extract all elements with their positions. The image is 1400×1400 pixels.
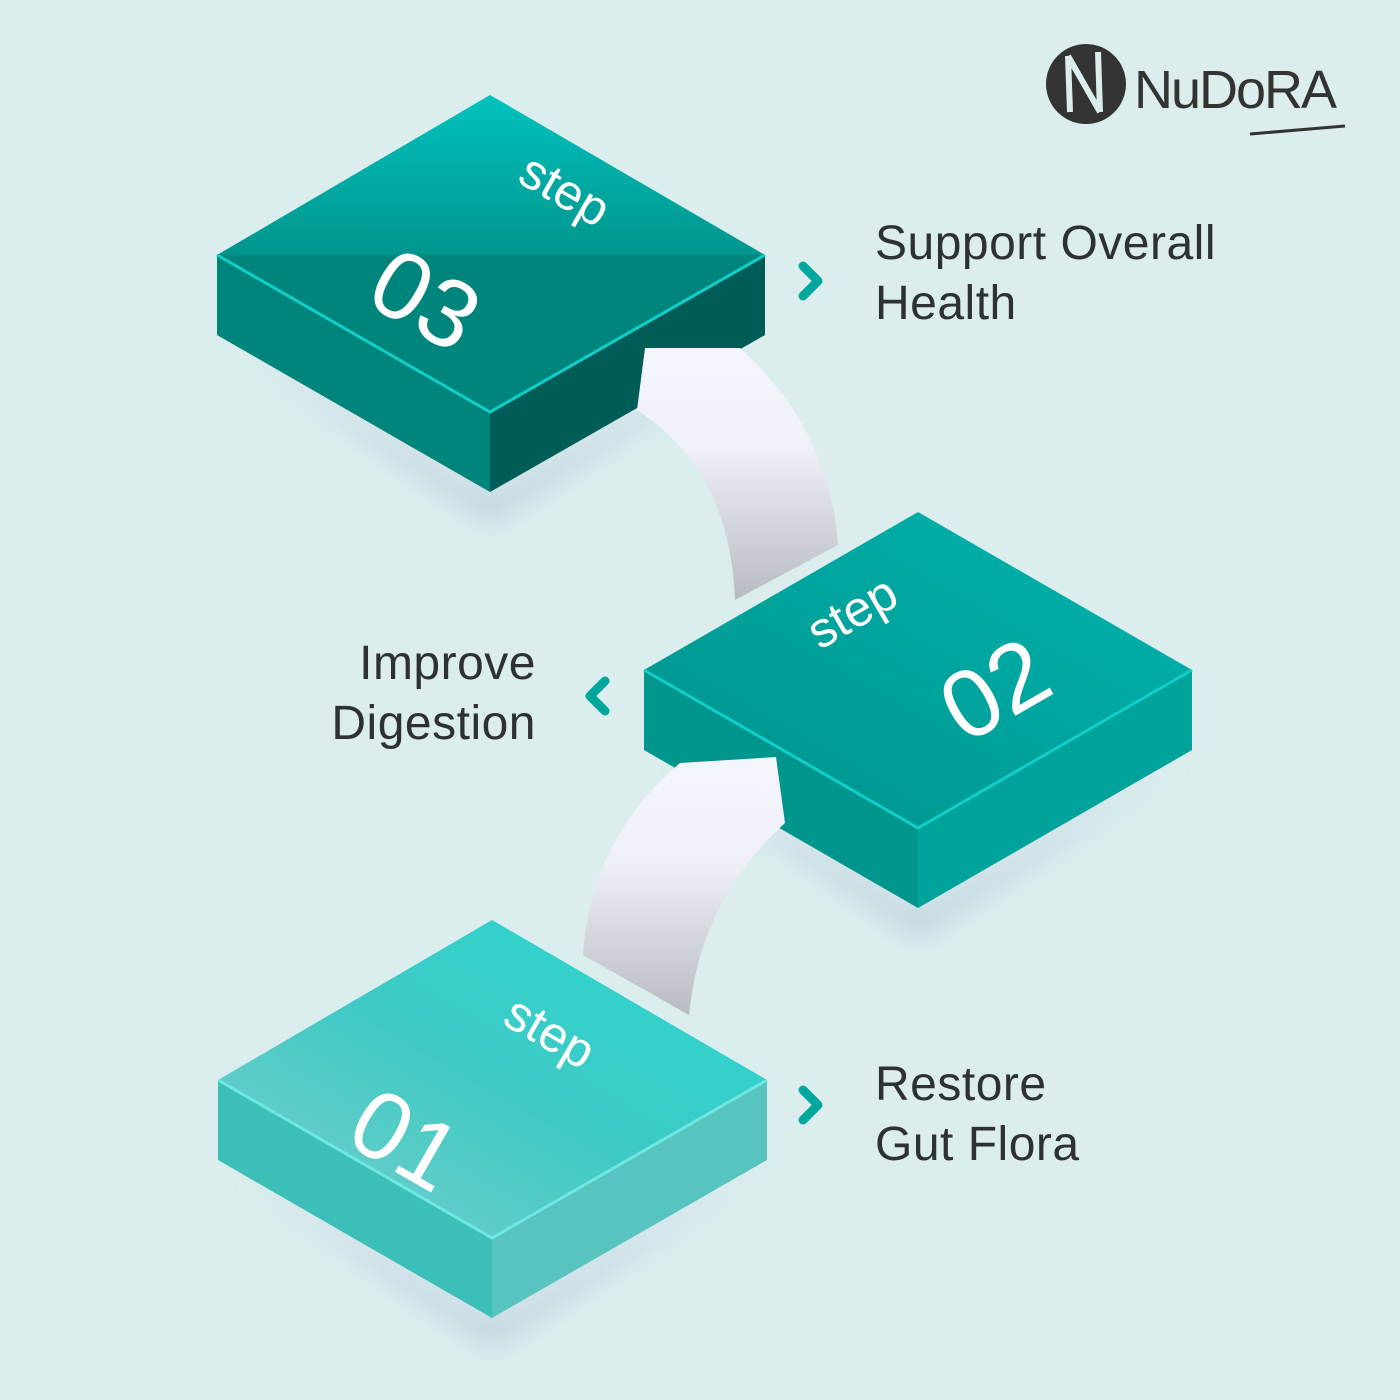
label-line: Improve (359, 637, 536, 690)
step-01-label: Restore Gut Flora (875, 1055, 1080, 1175)
label-line: Gut Flora (875, 1118, 1080, 1171)
label-line: Health (875, 277, 1017, 330)
label-line: Support Overall (875, 217, 1216, 270)
logo-flourish (1249, 124, 1346, 136)
chevron-right-icon (798, 261, 823, 301)
step-03-label: Support Overall Health (875, 214, 1216, 334)
logo-text: NuDoRA (1134, 60, 1337, 120)
chevron-left-icon (585, 676, 610, 716)
label-line: Digestion (331, 697, 536, 750)
step-02-label: Improve Digestion (331, 634, 536, 754)
step-01-block: step 01 (217, 920, 768, 1318)
curved-arrow-1-to-2 (583, 757, 785, 1015)
nudora-logo: NuDoRA (1046, 44, 1346, 136)
step-03-block: step 03 (216, 95, 766, 492)
label-line: Restore (875, 1058, 1047, 1111)
step-02-block: step 02 (643, 512, 1193, 908)
chevron-right-icon (798, 1085, 823, 1125)
curved-arrow-2-to-3 (637, 348, 838, 600)
